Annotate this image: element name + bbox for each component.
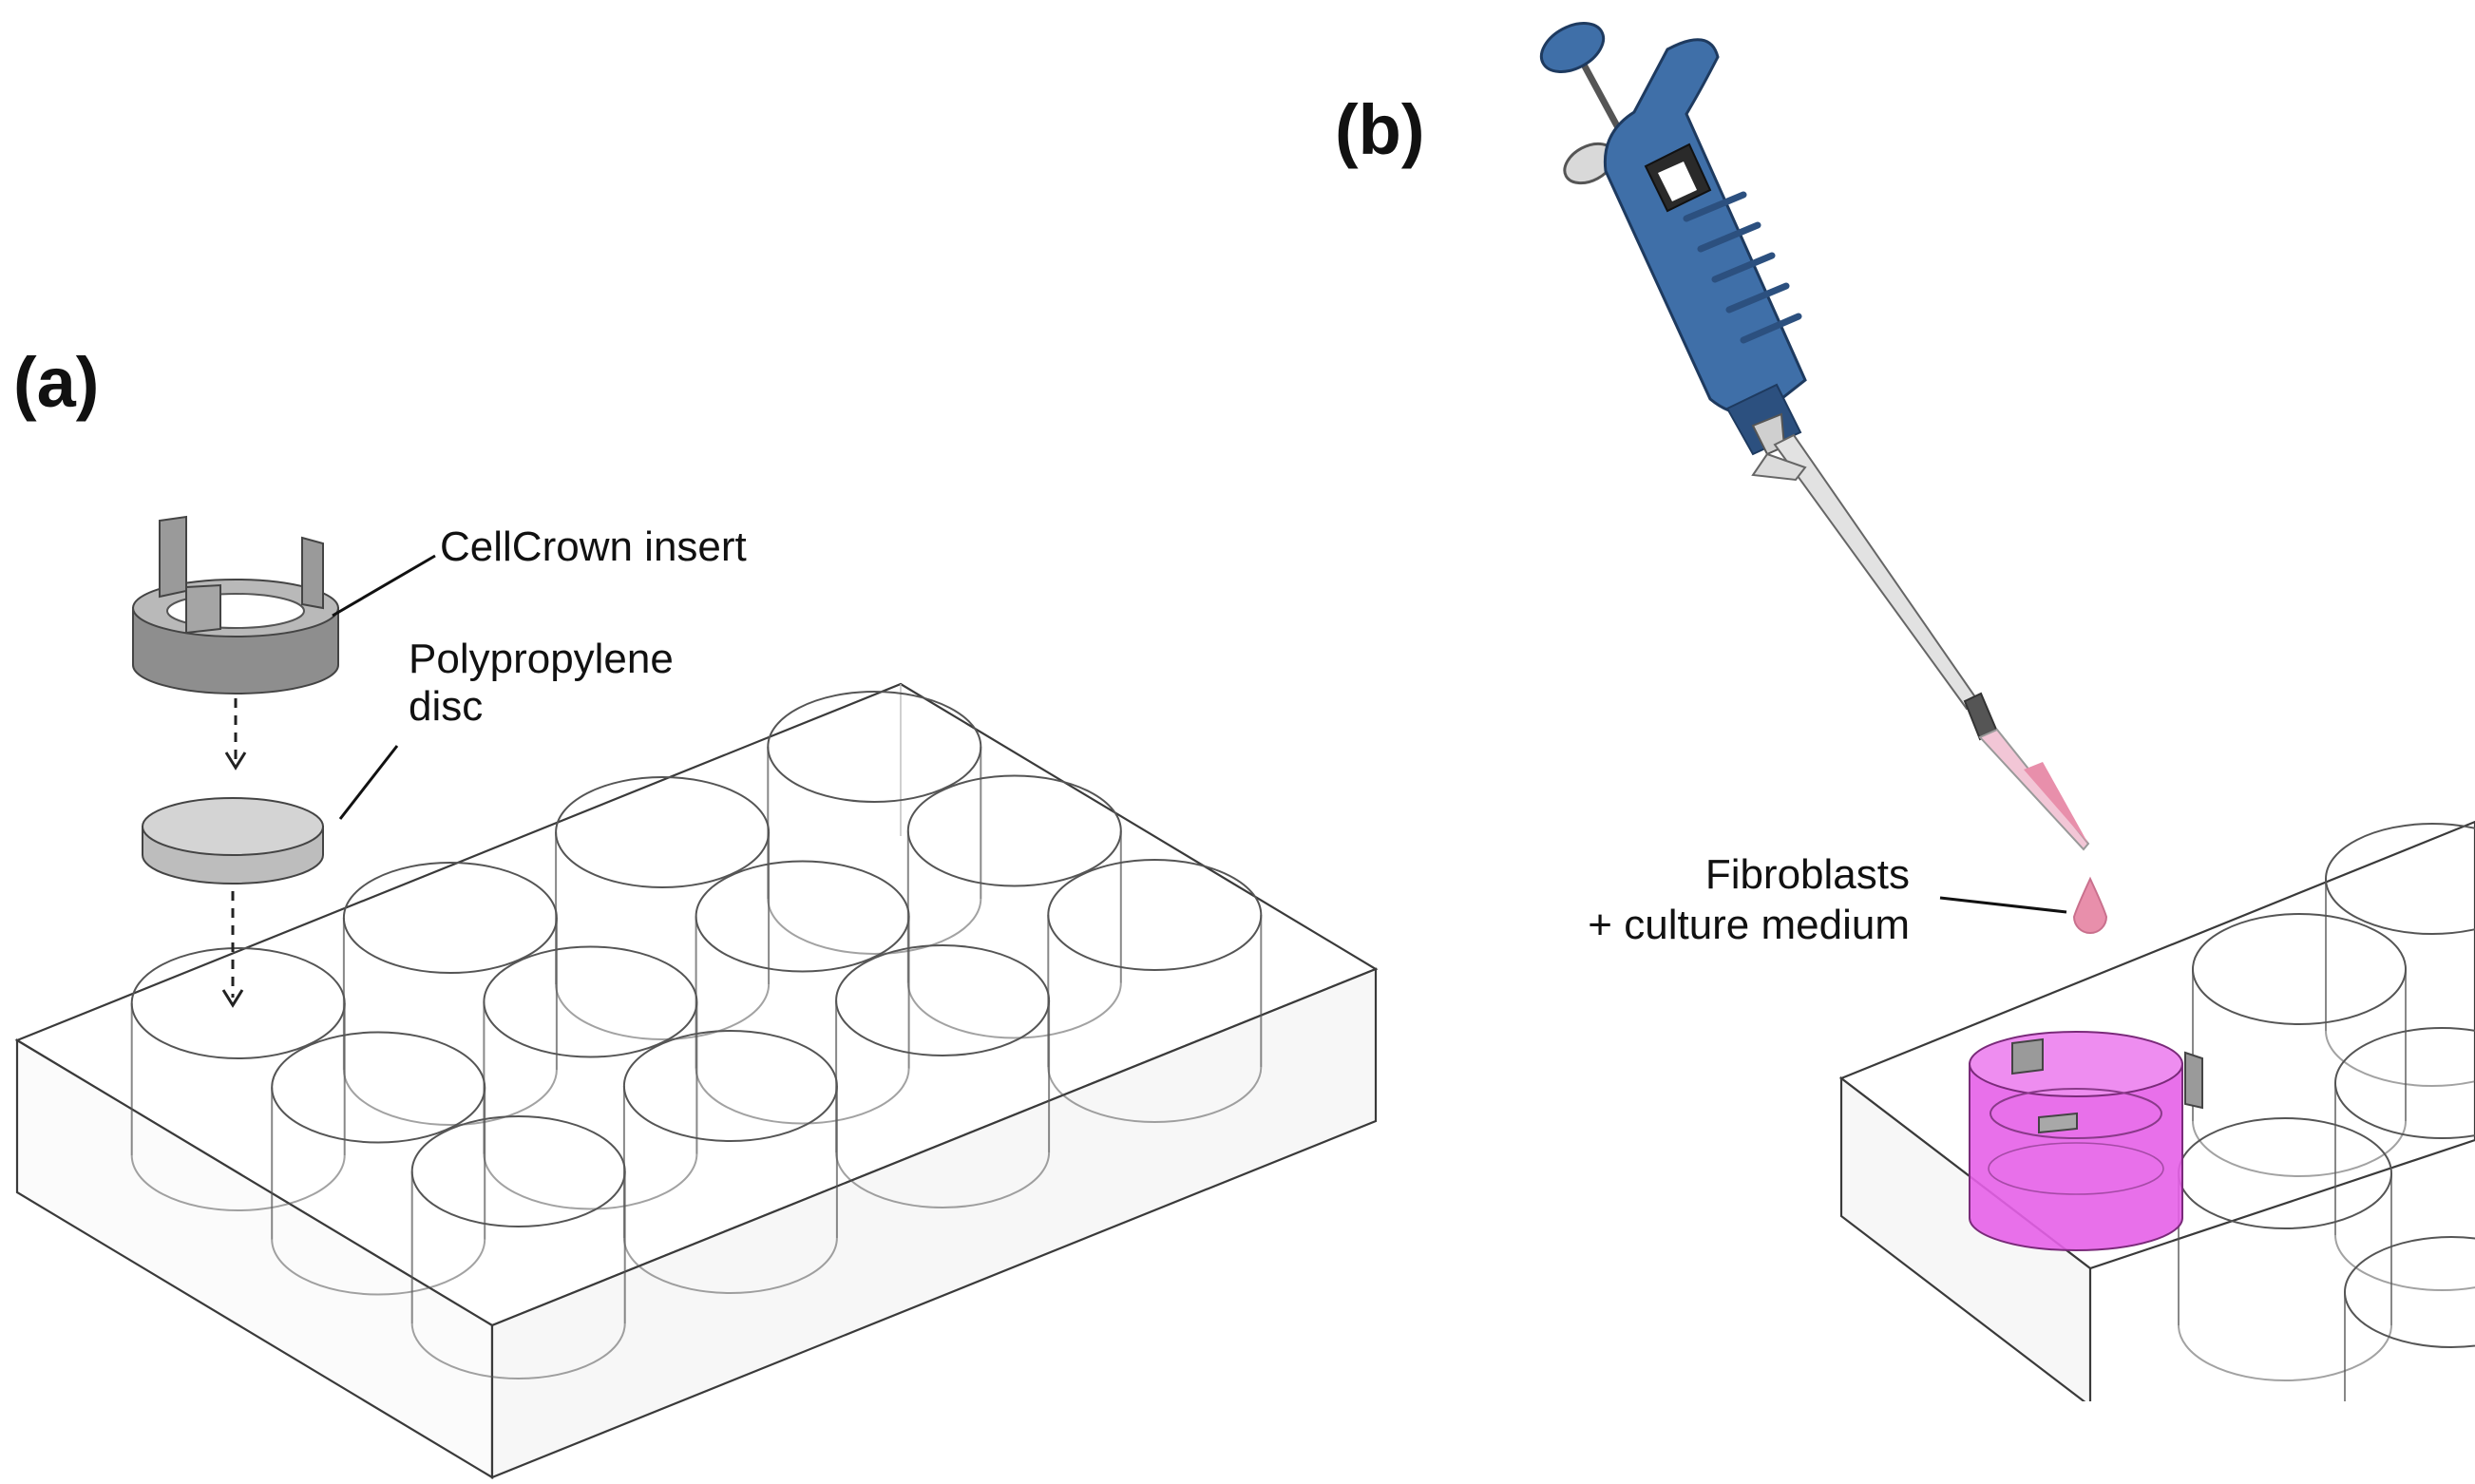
micropipette-icon [1539, 22, 2090, 851]
arrowhead-disc [221, 989, 244, 1008]
insert-leader-line [332, 554, 436, 618]
well-a-r2-c3 [695, 860, 910, 1125]
drop-label-line2: + culture medium [1588, 902, 1910, 948]
arrowhead-insert [224, 752, 247, 771]
well-a-r1-c2 [342, 862, 558, 1126]
drop-leader-line [1939, 896, 2067, 914]
plate-front-face [15, 1038, 494, 1479]
well-plate-b [1838, 820, 2475, 1401]
well-a-r2-c1 [271, 1031, 486, 1296]
well-b-2 [2325, 823, 2475, 1087]
drop-label-line1: Fibroblasts [1705, 851, 1910, 898]
panel-b: (b) Fibroblasts + culture medium [1335, 22, 2475, 1401]
well-a-r2-c2 [483, 945, 698, 1210]
well-a-r3-c1 [410, 1115, 626, 1379]
panel-a: (a) CellCrown insert [13, 343, 1379, 1479]
panel-a-label: (a) [13, 343, 99, 422]
well-a-r1-c4 [767, 691, 982, 955]
well-a-r2-c4 [906, 774, 1122, 1039]
cellcrown-insert-icon [132, 515, 339, 694]
panel-b-label: (b) [1335, 90, 1425, 169]
well-plate-a [14, 682, 1379, 1479]
well-a-r1-c1 [130, 947, 346, 1211]
disc-label-line2: disc [409, 683, 483, 730]
seeded-well [1969, 1031, 2203, 1251]
insert-label: CellCrown insert [440, 523, 747, 570]
disc-label-line1: Polypropylene [409, 636, 674, 682]
droplet-icon [2072, 876, 2108, 934]
disc-leader-line [338, 745, 399, 820]
well-b-3 [2334, 1027, 2475, 1291]
polypropylene-disc-icon [142, 797, 324, 885]
plate-side-face [490, 967, 1378, 1479]
well-b-5 [2344, 1236, 2475, 1401]
wells-a [130, 691, 1263, 1379]
well-a-r1-c3 [555, 776, 771, 1040]
